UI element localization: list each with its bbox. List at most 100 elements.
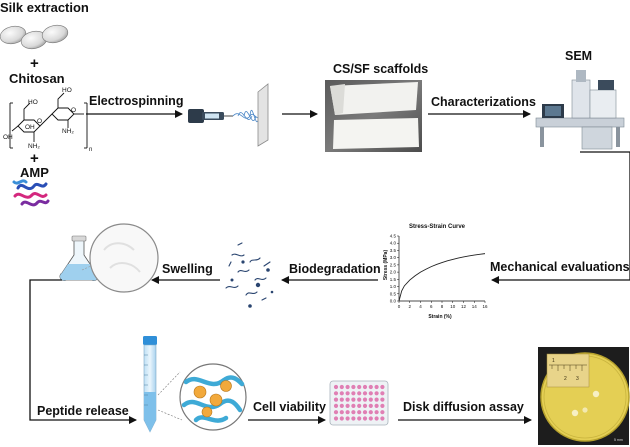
disk-diffusion-photo: 1 2 3 5 mm: [538, 347, 630, 445]
plate-well: [351, 397, 356, 402]
y-tick-label: 3.5: [390, 248, 397, 253]
plate-well: [368, 410, 373, 415]
falcon-tube-icon: [143, 336, 183, 433]
biodegraded-fibers-icon: [225, 242, 271, 301]
chitosan-o-ring-1: O: [37, 118, 42, 125]
plate-well: [380, 410, 385, 415]
plate-well: [368, 384, 373, 390]
plate-well: [333, 410, 339, 415]
disk-diffusion-label: Disk diffusion assay: [403, 400, 524, 414]
stress-strain-chart: Stress-Strain Curve Stress (MPa) Strain …: [383, 224, 488, 320]
x-tick-label: 6: [430, 304, 433, 309]
plate-well: [374, 416, 379, 421]
chitosan-ho-3: OH: [3, 134, 13, 141]
plate-well: [357, 397, 362, 402]
plate-well: [333, 403, 339, 408]
chitosan-structure: [9, 92, 88, 149]
plate-well: [345, 410, 350, 415]
plate-well: [351, 410, 356, 415]
plate-well: [333, 391, 339, 396]
y-tick-label: 4.5: [390, 234, 397, 239]
plate-well: [362, 391, 368, 396]
mechanical-evaluations-label: Mechanical evaluations: [490, 260, 630, 274]
plate-well: [362, 416, 368, 421]
plate-well: [374, 403, 379, 408]
plate-well: [339, 403, 344, 408]
peptide-release-label: Peptide release: [37, 404, 129, 418]
plate-well: [380, 397, 385, 402]
x-tick-label: 10: [450, 304, 456, 309]
plate-well: [374, 410, 379, 415]
chart-title: Stress-Strain Curve: [409, 224, 466, 230]
chitosan-label: Chitosan: [9, 71, 65, 86]
plate-well: [380, 403, 385, 408]
plate-well: [362, 410, 368, 415]
plate-well: [362, 384, 368, 390]
plate-well: [339, 410, 344, 415]
plate-well: [339, 391, 344, 396]
arrow-to-peptide-release: [29, 279, 137, 424]
chitosan-ho-2: HO: [62, 87, 72, 94]
plate-well: [351, 416, 356, 421]
chitosan-nh2-2: NH₂: [62, 128, 74, 135]
plate-well: [339, 384, 344, 390]
silk-cocoons-icon: [0, 24, 69, 50]
plate-well: [357, 391, 362, 396]
electrospinning-label: Electrospinning: [89, 94, 184, 108]
stress-strain-series-line: [398, 253, 486, 302]
well-plate-icon: [329, 380, 389, 426]
plate-well: [351, 391, 356, 396]
ruler-mark-2: 2: [564, 376, 567, 382]
plate-well: [333, 397, 339, 402]
y-tick-label: 1.5: [390, 277, 397, 282]
chart-ylabel: Stress (MPa): [383, 250, 389, 281]
plus-sign-1: +: [30, 55, 39, 72]
plate-well: [368, 391, 373, 396]
plate-well: [362, 397, 368, 402]
chitosan-nh2-1: NH₂: [28, 143, 40, 150]
plate-well: [345, 384, 350, 390]
biodegraded-fragments-icon: [230, 260, 274, 308]
swelling-label: Swelling: [162, 262, 213, 276]
plate-well: [374, 397, 379, 402]
plate-well: [357, 384, 362, 390]
electrospinning-setup-icon: [188, 83, 269, 147]
y-tick-label: 4.0: [390, 241, 397, 246]
x-tick-label: 2: [408, 304, 411, 309]
characterizations-label: Characterizations: [431, 95, 536, 109]
cell-viability-label: Cell viability: [253, 400, 326, 414]
plate-well: [374, 384, 379, 390]
plate-well: [368, 403, 373, 408]
scaffolds-photo: [325, 80, 422, 152]
x-tick-label: 4: [419, 304, 422, 309]
y-tick-label: 2.5: [390, 262, 397, 267]
plate-well: [339, 416, 344, 421]
y-tick-label: 0.5: [390, 291, 397, 296]
ruler-mark-1: 1: [552, 358, 555, 364]
plus-sign-2: +: [30, 150, 39, 167]
silk-extraction-label: Silk extraction: [0, 0, 89, 15]
chitosan-n-subscript: n: [89, 147, 92, 153]
ruler-mark-3: 3: [576, 376, 579, 382]
plate-well: [357, 416, 362, 421]
plate-well: [380, 416, 385, 421]
y-tick-label: 2.0: [390, 270, 397, 275]
x-tick-label: 16: [482, 304, 488, 309]
amp-label: AMP: [20, 165, 49, 180]
plate-well: [368, 416, 373, 421]
chitosan-oh-1: OH: [25, 124, 35, 131]
plate-well: [345, 391, 350, 396]
plate-well: [374, 391, 379, 396]
x-tick-label: 0: [398, 304, 401, 309]
scaffolds-title: CS/SF scaffolds: [333, 62, 429, 76]
plate-well: [380, 391, 385, 396]
chitosan-ho-1: HO: [28, 99, 38, 106]
x-tick-label: 14: [472, 304, 478, 309]
plate-well: [333, 384, 339, 390]
amp-peptides-icon: [12, 179, 50, 207]
plate-well: [345, 416, 350, 421]
y-tick-label: 0.0: [390, 299, 397, 304]
plate-well: [351, 384, 356, 390]
plate-well: [345, 403, 350, 408]
